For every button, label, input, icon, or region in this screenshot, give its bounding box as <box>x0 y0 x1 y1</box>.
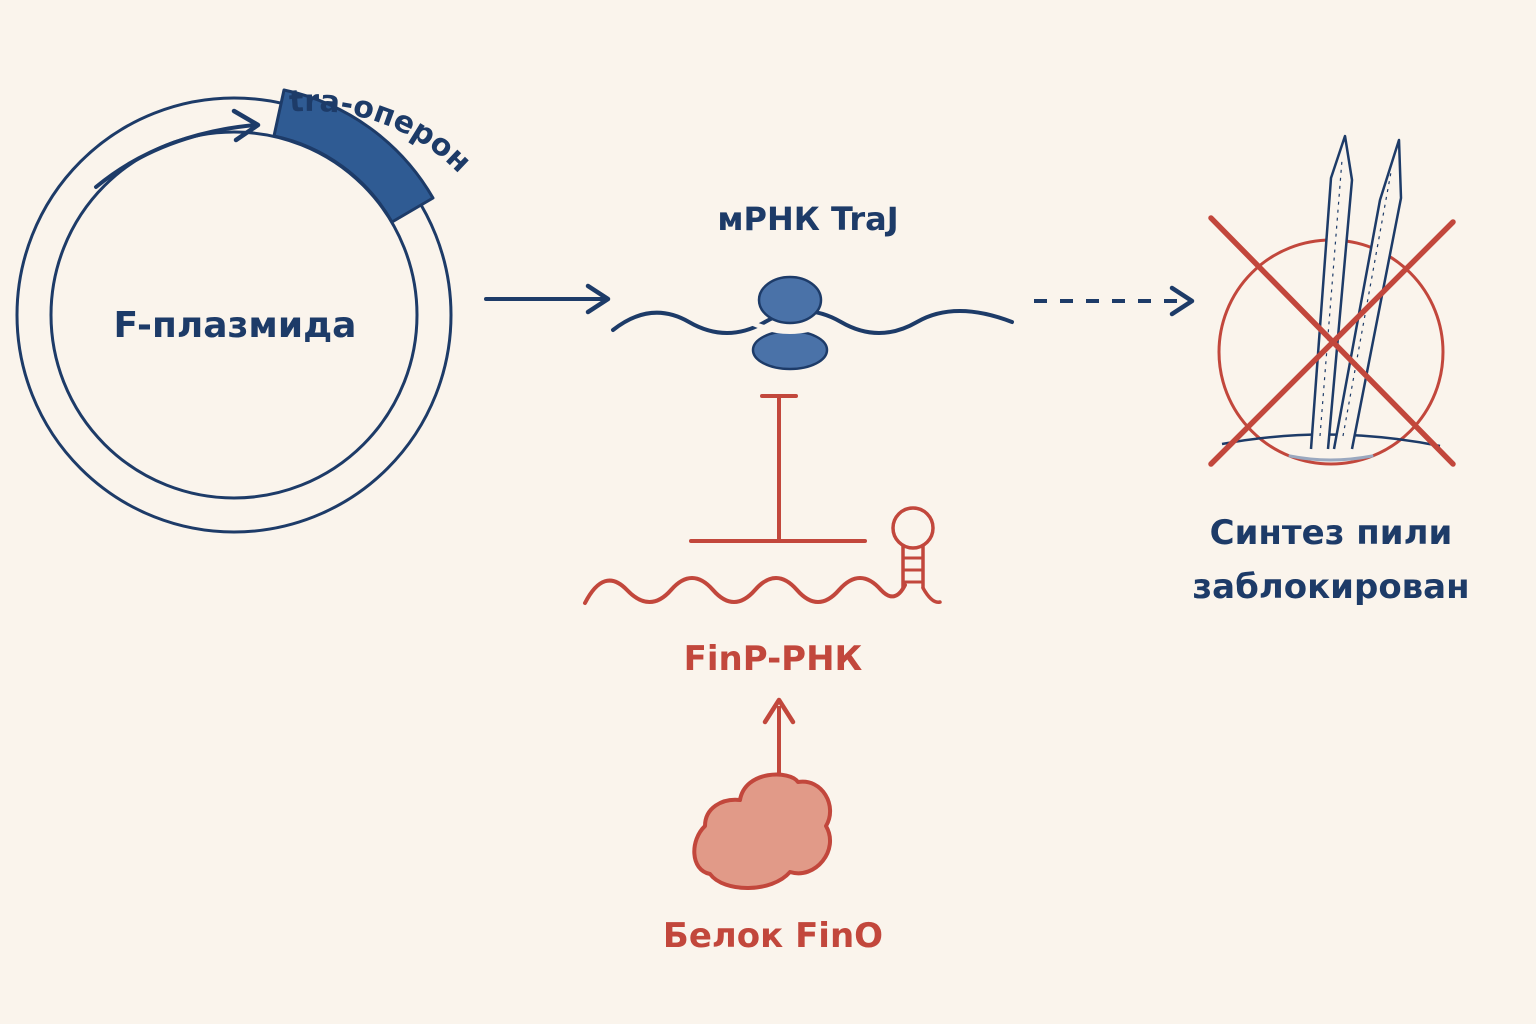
plasmid-label: F-плазмида <box>113 305 357 346</box>
pilus-1-inner <box>1319 159 1343 437</box>
blocked-pathway-arrow <box>1034 285 1195 317</box>
finp-rna-strand <box>583 576 907 605</box>
finp-rna-label: FinP-РНК <box>683 639 863 679</box>
outcome-label-line-1: Синтез пили <box>1209 513 1453 553</box>
transcription-arrow <box>484 283 611 315</box>
fino-protein-label: Белок FinO <box>662 916 884 956</box>
ribosome-large-subunit <box>757 275 823 325</box>
outcome-label: Синтез пили заблокирован <box>1192 506 1469 614</box>
transcription-arrow-tip <box>585 283 611 315</box>
hairpin-tail <box>921 586 942 604</box>
trajmrna <box>611 275 1014 371</box>
cell-surface <box>1221 433 1441 448</box>
ribosome-small-subunit <box>751 329 829 371</box>
transcription-arrow-head <box>231 108 261 143</box>
tra-operon-gene-block <box>272 88 435 224</box>
fino-activation-arrow <box>762 697 796 778</box>
plasmid-outer-ring <box>15 96 453 534</box>
pilus-2 <box>1332 138 1403 450</box>
plasmid-inner-ring <box>49 130 419 500</box>
fino-arrow-tip <box>762 697 796 725</box>
inhibition-symbol <box>689 394 867 543</box>
cell-surface-shadow <box>1288 454 1374 462</box>
transcription-direction-arc <box>94 123 257 189</box>
blocked-arrow-tip <box>1169 285 1195 317</box>
hairpin-loop <box>891 506 935 550</box>
outcome-label-line-2: заблокирован <box>1192 567 1470 607</box>
finp-rna <box>583 506 942 605</box>
fino-protein <box>692 772 833 890</box>
block-cross-2 <box>1208 219 1456 467</box>
traj-mrna-label: мРНК TraJ <box>717 200 899 238</box>
pilus-1 <box>1309 134 1354 450</box>
blocked-pili-illustration <box>1208 134 1456 467</box>
mrna-through-ribosome <box>750 320 830 334</box>
